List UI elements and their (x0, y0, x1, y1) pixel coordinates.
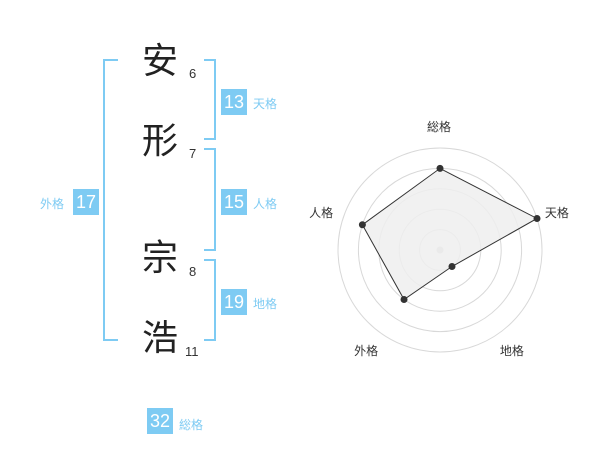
radar-point (448, 263, 456, 271)
radar-polygon (361, 167, 539, 301)
radar-point (436, 164, 444, 172)
radar-axis-label: 人格 (309, 205, 334, 220)
stroke-count-1: 6 (189, 66, 197, 81)
radar-point (400, 296, 408, 304)
stroke-count-2: 7 (189, 146, 197, 161)
gaikaku-label: 外格 (40, 197, 65, 211)
soukaku-label: 総格 (179, 418, 204, 432)
gaikaku-value: 17 (73, 189, 99, 215)
tenkaku-bracket (204, 59, 216, 140)
chikaku-label: 地格 (253, 297, 278, 311)
jinkaku-bracket (204, 148, 216, 251)
name-char-4: 浩 (142, 318, 179, 359)
radar-axis-label: 天格 (544, 205, 569, 220)
jinkaku-value: 15 (221, 189, 247, 215)
name-char-2: 形 (142, 121, 179, 162)
radar-ring (337, 147, 543, 353)
gaikaku-bracket (103, 59, 118, 341)
stroke-count-4: 11 (185, 344, 199, 359)
jinkaku-label: 人格 (253, 197, 278, 211)
radar-point (533, 214, 541, 222)
chikaku-value: 19 (221, 289, 247, 315)
stroke-count-3: 8 (189, 264, 197, 279)
chikaku-bracket (204, 259, 216, 341)
radar-axis-label: 総格 (427, 120, 452, 134)
name-char-1: 安 (142, 41, 179, 82)
tenkaku-label: 天格 (253, 97, 278, 111)
soukaku-value: 32 (147, 408, 173, 434)
radar-axis-label: 外格 (354, 344, 379, 359)
tenkaku-value: 13 (221, 89, 247, 115)
radar-axis-label: 地格 (499, 344, 524, 359)
name-char-3: 宗 (142, 238, 179, 279)
radar-point (358, 221, 366, 229)
